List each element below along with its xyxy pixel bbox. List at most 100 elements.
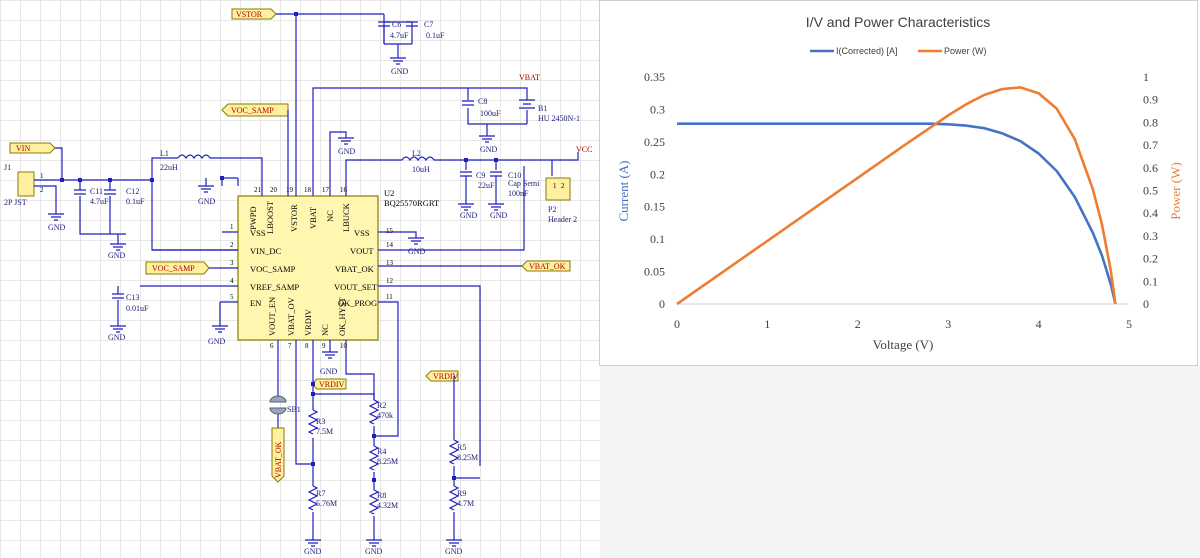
svg-text:R2: R2: [377, 401, 386, 410]
gnd-symbol: GND: [365, 539, 383, 556]
svg-text:R4: R4: [377, 447, 386, 456]
y-right-tick-10: 1: [1143, 70, 1149, 84]
svg-text:6: 6: [270, 342, 274, 350]
capacitor-c7: C7 0.1uF: [406, 20, 445, 40]
svg-text:GND: GND: [320, 367, 338, 376]
gnd-symbol: GND: [320, 351, 338, 376]
y-left-tick-labels: 00.050.10.150.20.250.30.35: [644, 70, 665, 311]
y-left-tick-0: 0: [659, 297, 665, 311]
svg-text:OK_HYST: OK_HYST: [337, 296, 347, 336]
capacitor-c12: C12 0.1uF: [104, 187, 145, 206]
svg-text:2: 2: [230, 241, 234, 249]
svg-text:470k: 470k: [377, 411, 393, 420]
svg-text:C11: C11: [90, 187, 103, 196]
chart-legend: I(Corrected) [A] Power (W): [810, 46, 987, 56]
y-left-tick-2: 0.1: [650, 232, 665, 246]
net-port-vstor: [231, 8, 277, 20]
svg-text:GND: GND: [460, 211, 478, 220]
svg-text:13: 13: [386, 259, 394, 267]
net-label-vin: VIN: [16, 144, 30, 153]
svg-text:VOC_SAMP: VOC_SAMP: [152, 264, 195, 273]
schematic-panel: VSTOR C6 4.7uF C7 0.1uF GND VBAT C8 100u…: [0, 0, 600, 558]
svg-text:VBAT_OV: VBAT_OV: [286, 296, 296, 336]
svg-text:PWPD: PWPD: [248, 206, 258, 230]
svg-text:Header 2: Header 2: [548, 215, 577, 224]
y-left-tick-1: 0.05: [644, 265, 665, 279]
svg-text:VSS: VSS: [354, 228, 370, 238]
svg-text:19: 19: [286, 186, 294, 194]
gnd-symbol: GND: [48, 213, 66, 232]
svg-text:R9: R9: [457, 489, 466, 498]
gnd-symbol: GND: [108, 325, 126, 342]
svg-text:7: 7: [288, 342, 292, 350]
svg-text:VRDIV: VRDIV: [433, 372, 459, 381]
y-right-tick-9: 0.9: [1143, 93, 1158, 107]
gnd-symbol: GND: [479, 135, 498, 154]
svg-text:OK_PROG: OK_PROG: [338, 298, 377, 308]
net-port-vbat-ok: [521, 260, 571, 272]
svg-text:22uF: 22uF: [478, 181, 495, 190]
series-line-current: [677, 122, 1117, 305]
svg-text:VSS: VSS: [250, 228, 266, 238]
svg-text:VREF_SAMP: VREF_SAMP: [250, 282, 299, 292]
svg-text:GND: GND: [198, 197, 216, 206]
resistor-r8: R8 4.32M: [368, 489, 398, 515]
y-right-tick-7: 0.7: [1143, 138, 1158, 152]
svg-text:21: 21: [254, 186, 262, 194]
y-left-tick-7: 0.35: [644, 70, 665, 84]
gnd-symbol: GND: [198, 178, 216, 206]
svg-text:16: 16: [340, 186, 348, 194]
svg-text:7.5M: 7.5M: [316, 427, 333, 436]
y-right-tick-3: 0.3: [1143, 229, 1158, 243]
svg-text:J1: J1: [4, 163, 11, 172]
resistor-r5: R5 8.25M: [448, 439, 478, 465]
y-left-tick-3: 0.15: [644, 200, 665, 214]
series-line-power: [676, 86, 1117, 306]
svg-text:VRDIV: VRDIV: [303, 308, 313, 336]
svg-text:VBAT_OK: VBAT_OK: [335, 264, 375, 274]
y-left-axis-label: Current (A): [616, 160, 631, 221]
inductor-l1: L1 22uH: [151, 149, 263, 186]
svg-text:4.7M: 4.7M: [457, 499, 474, 508]
svg-text:GND: GND: [304, 547, 322, 556]
gnd-symbol: GND: [408, 237, 426, 256]
y-right-tick-1: 0.1: [1143, 274, 1158, 288]
svg-text:VOUT_SET: VOUT_SET: [334, 282, 378, 292]
svg-text:100uF: 100uF: [480, 109, 501, 118]
y-right-tick-0: 0: [1143, 297, 1149, 311]
capacitor-c8: C8 100uF: [462, 97, 501, 118]
svg-text:4.7uF: 4.7uF: [390, 31, 409, 40]
resistor-r3: R3 7.5M: [307, 409, 333, 436]
svg-text:HU 2450N-1: HU 2450N-1: [538, 114, 580, 123]
svg-text:GND: GND: [108, 333, 126, 342]
battery-b1: B1 HU 2450N-1: [519, 99, 580, 123]
svg-text:C7: C7: [424, 20, 433, 29]
net-label-vbat: VBAT: [519, 73, 540, 82]
solder-bridge-sb1: SB1: [269, 395, 301, 415]
y-right-tick-5: 0.5: [1143, 184, 1158, 198]
net-port-vin: [9, 142, 56, 154]
svg-text:C6: C6: [392, 20, 401, 29]
svg-text:R8: R8: [377, 491, 386, 500]
schematic-drawing: VSTOR C6 4.7uF C7 0.1uF GND VBAT C8 100u…: [4, 8, 592, 556]
svg-text:GND: GND: [490, 211, 508, 220]
svg-text:14: 14: [386, 241, 394, 249]
net-label-vstor: VSTOR: [236, 10, 263, 19]
svg-text:VBAT_OK: VBAT_OK: [274, 441, 283, 478]
y-right-tick-2: 0.2: [1143, 252, 1158, 266]
inductor-l2: L2 10uH: [345, 149, 435, 186]
svg-text:GND: GND: [338, 147, 356, 156]
x-axis-label: Voltage (V): [873, 337, 934, 352]
svg-text:C10: C10: [508, 171, 521, 180]
gnd-symbol: GND: [390, 57, 409, 76]
x-tick-3: 3: [945, 317, 951, 331]
x-tick-2: 2: [855, 317, 861, 331]
dot: [294, 12, 298, 16]
connector-j1: J1 2P JST 1 2: [4, 163, 44, 207]
svg-text:5: 5: [230, 293, 234, 301]
svg-text:8.25M: 8.25M: [457, 453, 478, 462]
resistor-r7: R7 5.76M: [307, 485, 337, 511]
iv-power-chart: I/V and Power Characteristics I(Correcte…: [616, 14, 1183, 352]
capacitor-c11: C11 4.7uF: [74, 187, 109, 206]
